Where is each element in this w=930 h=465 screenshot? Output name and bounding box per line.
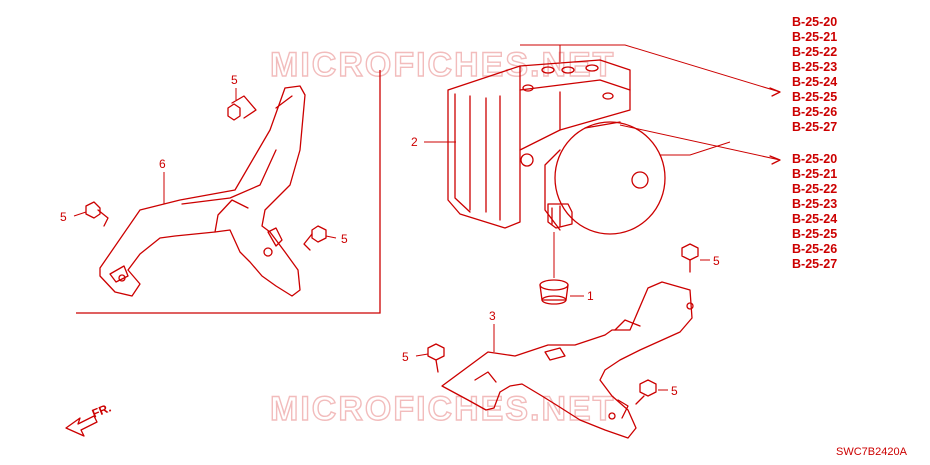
- label-part-2: 2: [411, 135, 418, 149]
- leader-top: [520, 44, 781, 93]
- bracket-6[interactable]: [99, 85, 306, 297]
- label-part-1: 1: [587, 289, 594, 303]
- label-part-6: 6: [159, 157, 166, 171]
- ref-bottom-5[interactable]: B-25-24: [792, 212, 837, 226]
- front-arrow-icon: [65, 415, 98, 437]
- label-part-5-bottom-left: 5: [402, 350, 409, 364]
- ref-top-7[interactable]: B-25-26: [792, 105, 837, 119]
- bracket-frame: [76, 70, 381, 314]
- leader-5e: [415, 353, 429, 357]
- bolt-5-top-left[interactable]: [227, 95, 257, 121]
- bolt-5-right-top[interactable]: [681, 243, 699, 273]
- ref-bottom-1[interactable]: B-25-20: [792, 152, 837, 166]
- ref-bottom-6[interactable]: B-25-25: [792, 227, 837, 241]
- grommet-1[interactable]: [539, 232, 569, 305]
- ref-bottom-7[interactable]: B-25-26: [792, 242, 837, 256]
- abs-modulator-2[interactable]: [447, 59, 666, 235]
- ref-top-1[interactable]: B-25-20: [792, 15, 837, 29]
- arrow-bottom: [769, 155, 781, 165]
- leader-bottom-2: [660, 141, 731, 156]
- front-indicator: FR.: [65, 401, 113, 437]
- label-part-5-mid: 5: [341, 232, 348, 246]
- leader-5c: [325, 235, 337, 239]
- ref-bottom-4[interactable]: B-25-23: [792, 197, 837, 211]
- ref-top-5[interactable]: B-25-24: [792, 75, 837, 89]
- ref-bottom-3[interactable]: B-25-22: [792, 182, 837, 196]
- label-part-3: 3: [489, 309, 496, 323]
- watermark-bottom: MICROFICHES.NET: [270, 390, 615, 428]
- bolt-5-mid-left[interactable]: [303, 225, 327, 251]
- bolt-5-left[interactable]: [85, 201, 109, 227]
- ref-bottom-2[interactable]: B-25-21: [792, 167, 837, 181]
- reference-group-top: B-25-20 B-25-21 B-25-22 B-25-23 B-25-24 …: [792, 15, 837, 134]
- bolt-5-bottom-left[interactable]: [427, 343, 445, 373]
- label-part-5-right: 5: [713, 254, 720, 268]
- label-part-5-top: 5: [231, 73, 238, 87]
- ref-bottom-8[interactable]: B-25-27: [792, 257, 837, 271]
- bracket-3[interactable]: [441, 281, 694, 439]
- ref-top-6[interactable]: B-25-25: [792, 90, 837, 104]
- label-part-5-bottom-right: 5: [671, 384, 678, 398]
- ref-top-3[interactable]: B-25-22: [792, 45, 837, 59]
- arrow-top: [769, 87, 781, 97]
- ref-top-4[interactable]: B-25-23: [792, 60, 837, 74]
- watermark-top: MICROFICHES.NET: [270, 46, 615, 84]
- reference-group-bottom: B-25-20 B-25-21 B-25-22 B-25-23 B-25-24 …: [792, 152, 837, 271]
- ref-top-8[interactable]: B-25-27: [792, 120, 837, 134]
- ref-top-2[interactable]: B-25-21: [792, 30, 837, 44]
- leader-5b: [73, 211, 87, 217]
- diagram-code: SWC7B2420A: [836, 446, 908, 458]
- leader-bottom: [619, 124, 781, 161]
- front-label: FR.: [90, 401, 113, 421]
- label-part-5-left: 5: [60, 210, 67, 224]
- bolt-5-bottom-right[interactable]: [635, 379, 657, 405]
